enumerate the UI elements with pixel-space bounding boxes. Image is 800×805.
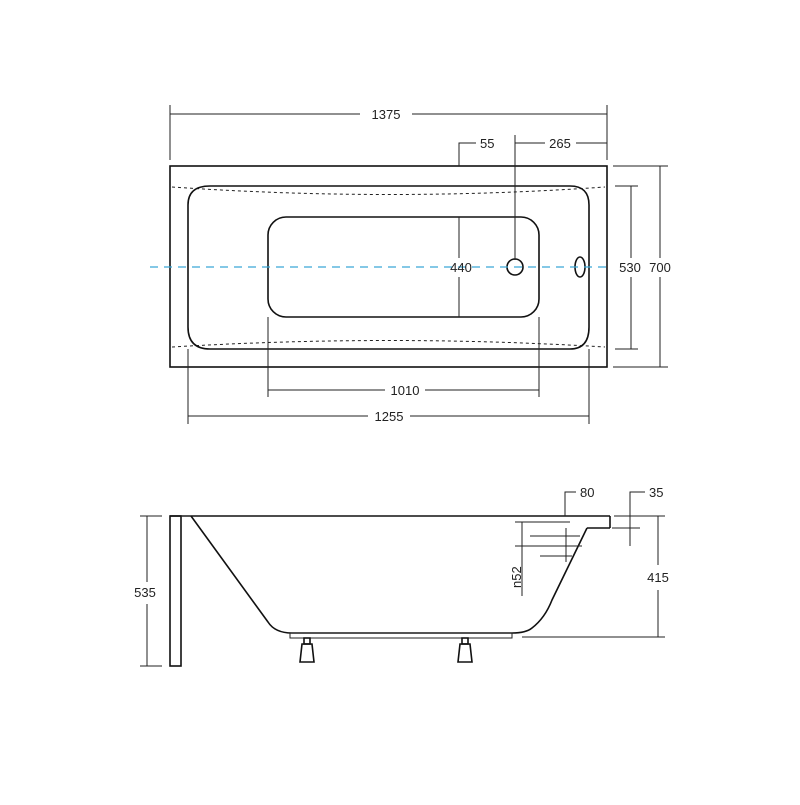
dim-total-height: 535 [134,585,156,600]
dim-drain-dia: n52 [509,566,524,588]
inner-basin [187,185,590,350]
tub-body [190,515,588,634]
leg-foot-icon [299,643,315,663]
dim-drain-pos: 265 [549,136,571,151]
leg-stem [303,637,311,645]
dim-depth: 415 [647,570,669,585]
rim-contour-top [171,186,606,195]
leg-foot-icon [457,643,473,663]
dim-width-overall: 700 [649,260,671,275]
dim-lip: 35 [649,485,663,500]
dim-bottom-length: 1010 [391,383,420,398]
rim-contour-bottom [171,340,606,348]
top-view: 1375 55 265 440 530 700 1010 [150,105,671,424]
dim-leader [629,491,645,546]
base-plate [289,632,513,639]
dim-inner-width: 440 [450,260,472,275]
dim-width-inner: 530 [619,260,641,275]
side-view: 535 80 35 415 n52 [134,485,669,667]
front-panel [169,515,182,667]
dim-offset: 55 [480,136,494,151]
dim-leader [458,142,476,166]
leg-stem [461,637,469,645]
dim-overall-length: 1375 [372,107,401,122]
dim-leader [564,491,576,516]
dim-rim: 80 [580,485,594,500]
dim-inner-length: 1255 [375,409,404,424]
